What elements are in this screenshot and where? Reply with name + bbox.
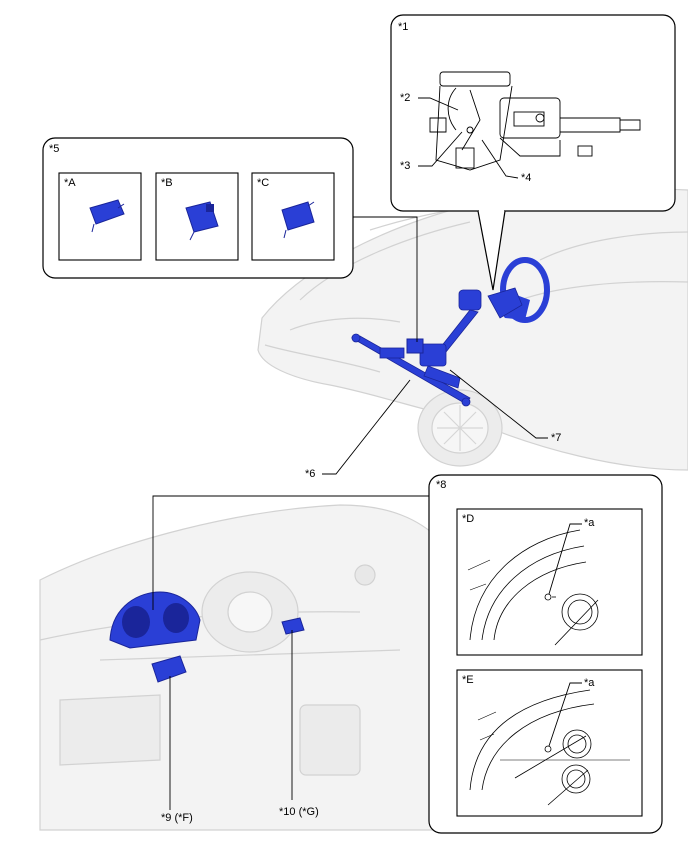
detail-box-1 xyxy=(390,14,676,291)
ecu-in-car-part xyxy=(406,338,424,354)
leader-lines-box8-a xyxy=(548,523,582,747)
callout-2: *2 xyxy=(400,92,411,104)
ecu-9-part xyxy=(151,655,187,683)
steering-column-part xyxy=(439,287,523,353)
detail-a-label-e: *a xyxy=(584,677,595,689)
combination-meter-part xyxy=(109,591,201,649)
callout-9: *9 (*F) xyxy=(161,812,193,824)
variant-label-b: *B xyxy=(161,177,173,189)
callout-1: *1 xyxy=(398,21,409,33)
variant-label-a: *A xyxy=(64,177,76,189)
meter-detail-d-drawing xyxy=(467,529,599,646)
callout-6: *6 xyxy=(305,468,316,480)
steering-column-detail-drawing xyxy=(429,71,641,171)
callout-4: *4 xyxy=(521,172,532,184)
leader-lines-box1 xyxy=(418,97,519,179)
callout-10: *10 (*G) xyxy=(279,806,319,818)
leader-lines-car xyxy=(322,369,548,475)
ecu-variant-a-image xyxy=(89,199,125,233)
dashboard-ghost-illustration xyxy=(39,504,441,831)
detail-box-8 xyxy=(428,474,663,834)
leader-lines-dashboard xyxy=(169,630,293,810)
leader-lines-box5 xyxy=(353,216,418,342)
detail-label-d: *D xyxy=(462,513,475,525)
steering-gear-part xyxy=(350,333,471,407)
callout-7: *7 xyxy=(551,432,562,444)
detail-label-e: *E xyxy=(462,674,474,686)
variant-label-c: *C xyxy=(257,177,270,189)
ecu-variant-b-image xyxy=(185,201,219,241)
detail-a-label-d: *a xyxy=(584,517,595,529)
callout-8: *8 xyxy=(436,479,447,491)
detail-box-5 xyxy=(42,137,354,279)
car-ghost-illustration xyxy=(257,187,688,471)
ecu-variant-c-image xyxy=(281,201,315,239)
ecu-10-part xyxy=(281,617,305,635)
callout-5: *5 xyxy=(49,143,60,155)
leader-lines-box8 xyxy=(152,495,429,610)
callout-3: *3 xyxy=(400,160,411,172)
